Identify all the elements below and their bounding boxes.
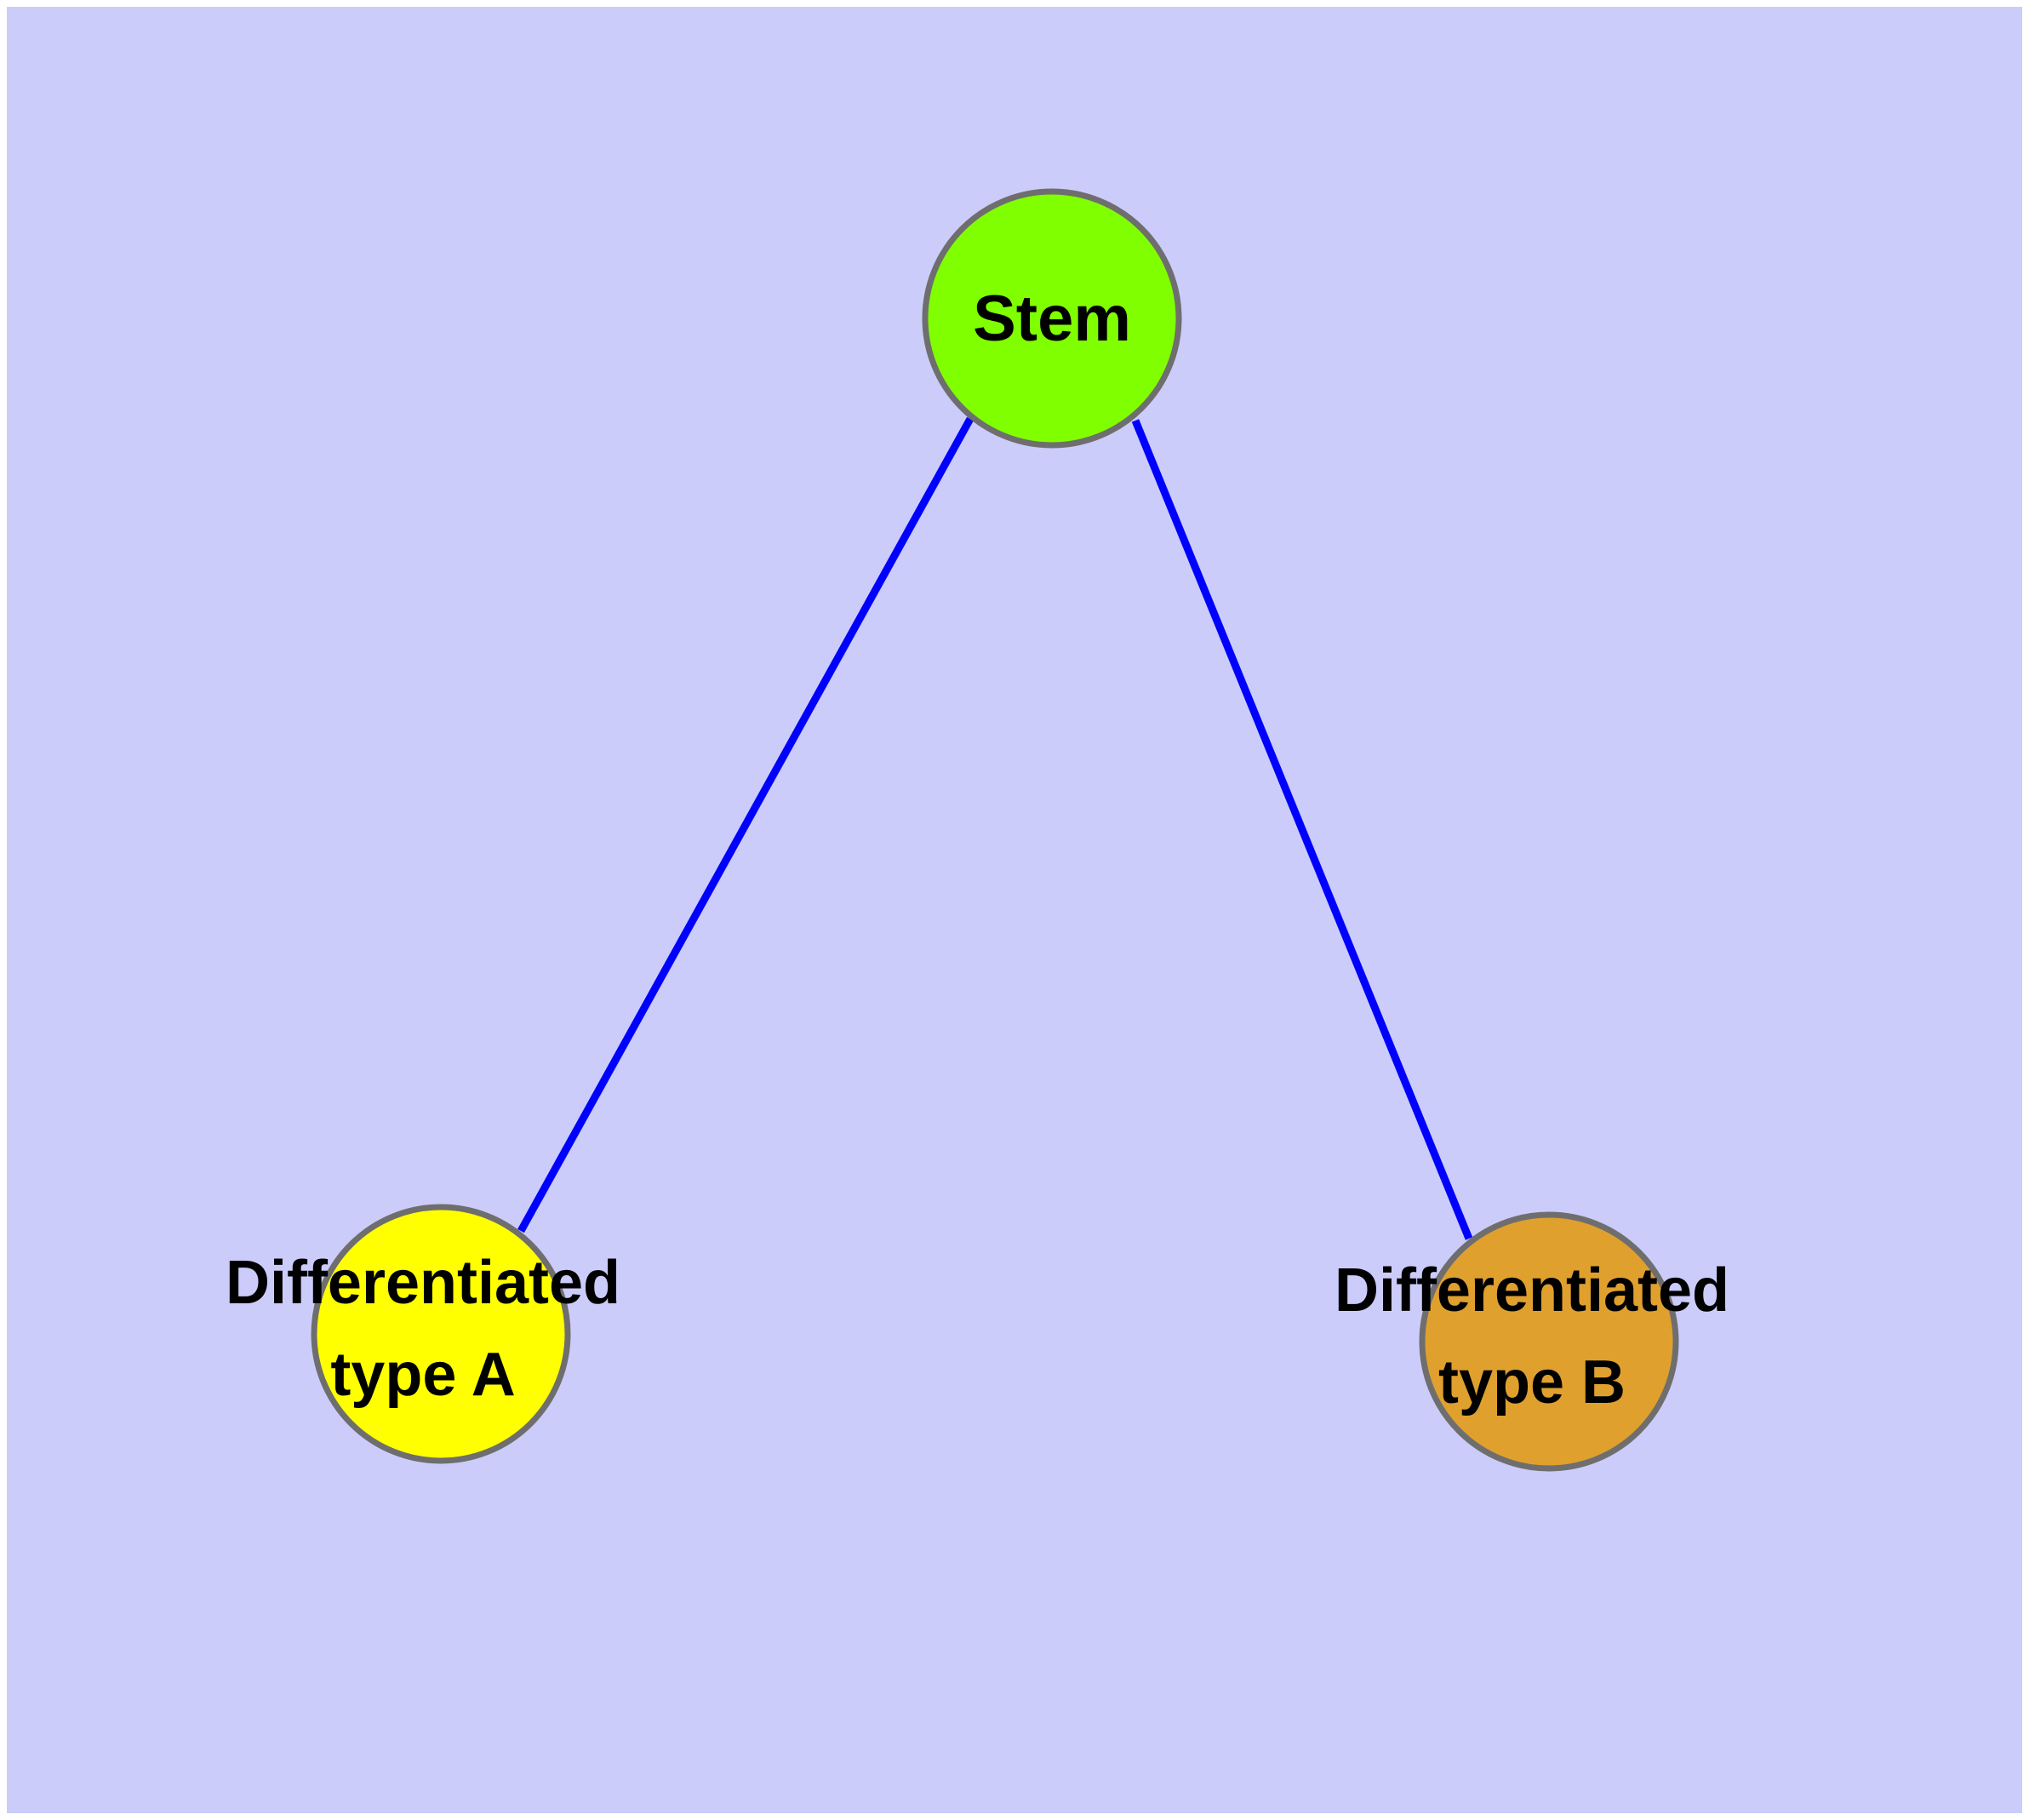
- node-stem-circle[interactable]: [922, 188, 1182, 449]
- node-diff-b-circle[interactable]: [1419, 1211, 1679, 1472]
- node-diff-b-label-line1: Differentiated: [1335, 1256, 1729, 1325]
- node-diff-a-label-line2: type A: [330, 1341, 515, 1409]
- node-diff-b[interactable]: Differentiated type B: [1335, 1211, 1729, 1472]
- edge-stem-to-diff-b[interactable]: [1131, 419, 1473, 1240]
- node-stem[interactable]: Stem: [922, 188, 1182, 449]
- node-diff-a-label-line1: Differentiated: [226, 1249, 620, 1317]
- edge-stem-to-diff-a[interactable]: [517, 416, 974, 1233]
- node-diff-a-circle[interactable]: [311, 1204, 571, 1464]
- node-stem-label: Stem: [973, 283, 1131, 355]
- node-diff-b-label-line2: type B: [1438, 1348, 1626, 1417]
- edge-layer: [517, 416, 1473, 1240]
- node-diff-a[interactable]: Differentiated type A: [226, 1204, 620, 1464]
